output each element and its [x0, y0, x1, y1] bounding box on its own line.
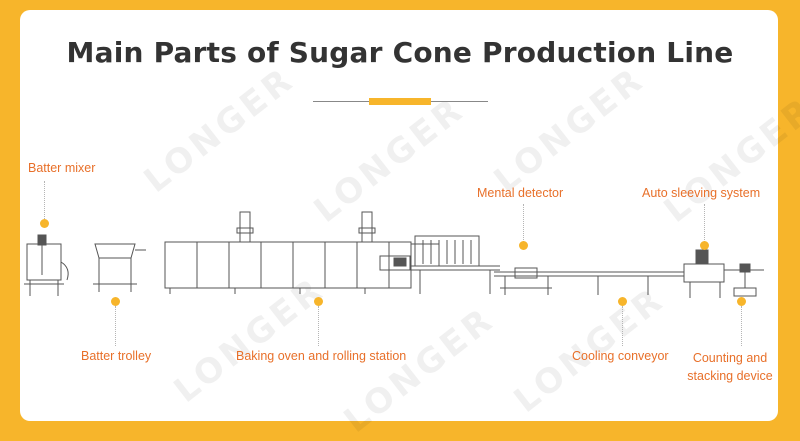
- page-title: Main Parts of Sugar Cone Production Line: [66, 36, 734, 69]
- leader-line: [523, 204, 524, 246]
- label-mental-detector: Mental detector: [477, 186, 564, 200]
- leader-line: [115, 306, 116, 346]
- leader-line: [44, 181, 45, 223]
- marker-dot: [700, 241, 709, 250]
- label-auto-sleeving: Auto sleeving system: [642, 186, 761, 200]
- label-counting-line1: Counting and: [692, 351, 768, 365]
- label-batter-mixer: Batter mixer: [28, 161, 96, 175]
- label-cooling-conveyor: Cooling conveyor: [572, 349, 669, 363]
- marker-dot: [111, 297, 120, 306]
- leader-line: [741, 306, 742, 346]
- marker-dot: [737, 297, 746, 306]
- batter-mixer-drawing: [24, 234, 69, 296]
- leader-line: [704, 204, 705, 246]
- marker-dot: [40, 219, 49, 228]
- leader-line: [318, 306, 319, 346]
- batter-trolley-drawing: [93, 243, 146, 292]
- marker-dot: [314, 297, 323, 306]
- baking-oven-drawing: [164, 211, 500, 294]
- marker-dot: [618, 297, 627, 306]
- diagram-card: [20, 10, 778, 421]
- title-accent-bar: [369, 98, 431, 105]
- sleeving-stacking-drawing: [683, 249, 764, 298]
- leader-line: [622, 306, 623, 346]
- marker-dot: [519, 241, 528, 250]
- label-baking-oven: Baking oven and rolling station: [236, 349, 407, 363]
- cooling-conveyor-drawing: [494, 267, 684, 295]
- label-counting-stacking: Counting and stacking device: [680, 349, 780, 385]
- label-counting-line2: stacking device: [687, 369, 773, 383]
- label-batter-trolley: Batter trolley: [81, 349, 152, 363]
